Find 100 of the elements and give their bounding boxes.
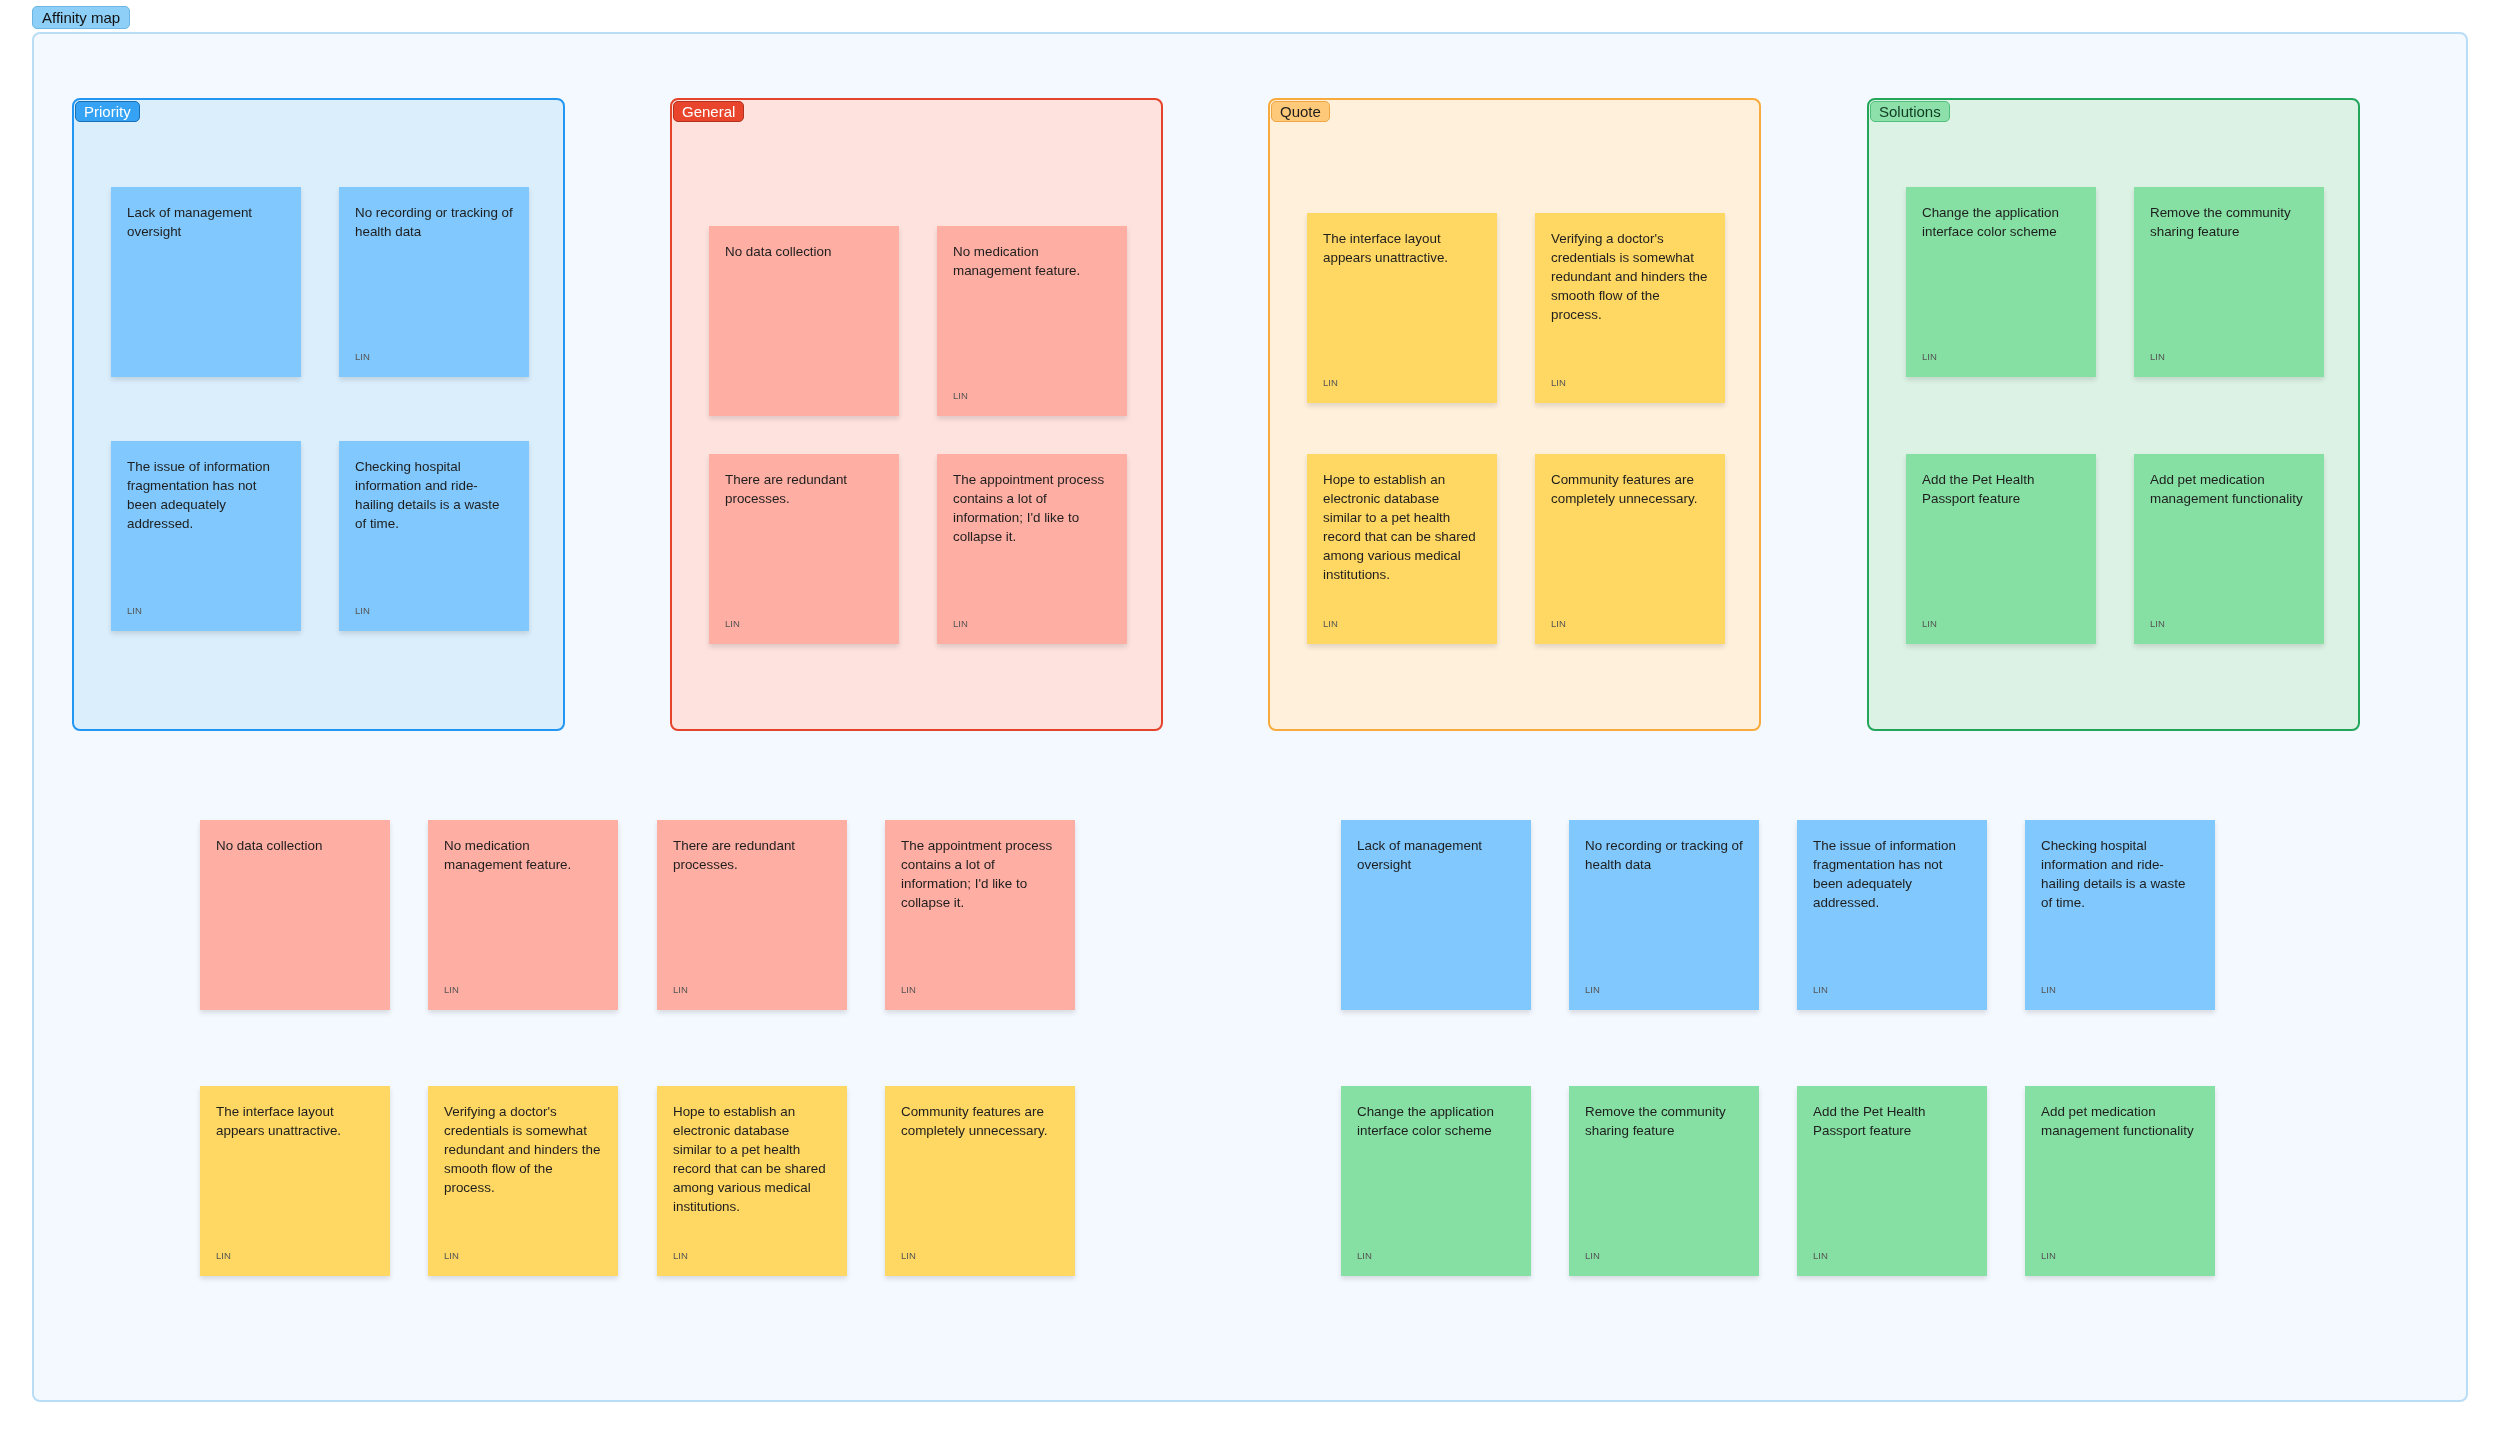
note-text: No recording or tracking of health data	[355, 204, 513, 241]
sticky-note	[1797, 820, 1987, 1010]
note-text: Lack of management oversight	[1357, 837, 1484, 874]
author-name: LIN	[444, 1250, 459, 1261]
author-name: LIN	[127, 605, 142, 616]
sticky-note	[1535, 454, 1725, 644]
section-title: Affinity map	[32, 6, 131, 29]
sticky-note	[885, 820, 1075, 1010]
group-frame	[1867, 98, 2360, 731]
author-name: LIN	[1922, 351, 1937, 362]
sticky-note	[709, 226, 899, 416]
author-name: LIN	[673, 1250, 688, 1261]
note-text: Change the application interface color scheme	[1357, 1103, 1495, 1140]
note-text: Verifying a doctor's credentials is somewhat redundant and hinders the smooth flow of the process.	[444, 1103, 602, 1197]
sticky-note	[2025, 820, 2215, 1010]
note-text: Hope to establish an electronic database similar to a pet health record that can be shared among various medical institutions.	[1323, 471, 1477, 584]
note-text: Community features are completely unnecessary.	[901, 1103, 1049, 1140]
author-name: LIN	[2150, 351, 2165, 362]
sticky-note	[885, 1086, 1075, 1276]
note-text: No medication management feature.	[444, 837, 573, 874]
author-name: LIN	[1357, 1250, 1372, 1261]
author-name: LIN	[355, 605, 370, 616]
sticky-note	[1906, 454, 2096, 644]
note-text: Verifying a doctor's credentials is somewhat redundant and hinders the smooth flow of the process.	[1551, 230, 1709, 324]
sticky-note	[111, 441, 301, 631]
sticky-note	[200, 1086, 390, 1276]
sticky-note	[657, 820, 847, 1010]
note-text: Add the Pet Health Passport feature	[1813, 1103, 1927, 1140]
sticky-note	[339, 187, 529, 377]
author-name: LIN	[444, 984, 459, 995]
sticky-note	[709, 454, 899, 644]
author-name: LIN	[953, 618, 968, 629]
note-text: Remove the community sharing feature	[1585, 1103, 1727, 1140]
author-name: LIN	[673, 984, 688, 995]
group-title: Solutions	[1870, 101, 1950, 122]
sticky-note	[1569, 1086, 1759, 1276]
group-title: General	[673, 101, 745, 122]
note-text: The appointment process contains a lot of information; I'd like to collapse it.	[901, 837, 1054, 912]
note-text: Change the application interface color scheme	[1922, 204, 2060, 241]
sticky-note	[657, 1086, 847, 1276]
sticky-note	[1341, 1086, 1531, 1276]
note-text: The issue of information fragmentation has not been adequately addressed.	[1813, 837, 1957, 912]
sticky-note	[1906, 187, 2096, 377]
note-text: Add the Pet Health Passport feature	[1922, 471, 2036, 508]
author-name: LIN	[1323, 618, 1338, 629]
group-title: Quote	[1271, 101, 1330, 122]
author-name: LIN	[1813, 984, 1828, 995]
author-name: LIN	[2150, 618, 2165, 629]
author-name: LIN	[2041, 1250, 2056, 1261]
sticky-note	[2134, 454, 2324, 644]
note-text: Checking hospital information and ride-hailing details is a waste of time.	[2041, 837, 2187, 912]
author-name: LIN	[1323, 377, 1338, 388]
note-text: Lack of management oversight	[127, 204, 254, 241]
sticky-note	[428, 1086, 618, 1276]
author-name: LIN	[901, 1250, 916, 1261]
note-text: No data collection	[725, 243, 833, 261]
author-name: LIN	[1585, 1250, 1600, 1261]
author-name: LIN	[2041, 984, 2056, 995]
note-text: There are redundant processes.	[725, 471, 849, 508]
group-frame	[72, 98, 565, 731]
note-text: No medication management feature.	[953, 243, 1082, 280]
author-name: LIN	[216, 1250, 231, 1261]
note-text: The interface layout appears unattractive.	[216, 1103, 343, 1140]
sticky-note	[937, 226, 1127, 416]
sticky-note	[200, 820, 390, 1010]
note-text: Hope to establish an electronic database similar to a pet health record that can be shared among various medical institutions.	[673, 1103, 827, 1216]
note-text: The issue of information fragmentation has not been adequately addressed.	[127, 458, 271, 533]
note-text: No recording or tracking of health data	[1585, 837, 1743, 874]
sticky-note	[1307, 213, 1497, 403]
author-name: LIN	[1551, 618, 1566, 629]
author-name: LIN	[1551, 377, 1566, 388]
note-text: Add pet medication management functionality	[2041, 1103, 2195, 1140]
note-text: The appointment process contains a lot of information; I'd like to collapse it.	[953, 471, 1106, 546]
author-name: LIN	[355, 351, 370, 362]
sticky-note	[937, 454, 1127, 644]
author-name: LIN	[1585, 984, 1600, 995]
author-name: LIN	[1922, 618, 1937, 629]
sticky-note	[2134, 187, 2324, 377]
sticky-note	[1341, 820, 1531, 1010]
sticky-note	[1569, 820, 1759, 1010]
sticky-note	[1307, 454, 1497, 644]
note-text: Community features are completely unnecessary.	[1551, 471, 1699, 508]
note-text: Add pet medication management functionality	[2150, 471, 2304, 508]
sticky-note	[1797, 1086, 1987, 1276]
sticky-note	[428, 820, 618, 1010]
sticky-note	[1535, 213, 1725, 403]
sticky-note	[111, 187, 301, 377]
group-frame	[1268, 98, 1761, 731]
note-text: Remove the community sharing feature	[2150, 204, 2292, 241]
group-title: Priority	[75, 101, 140, 122]
group-frame	[670, 98, 1163, 731]
author-name: LIN	[901, 984, 916, 995]
author-name: LIN	[1813, 1250, 1828, 1261]
note-text: Checking hospital information and ride-hailing details is a waste of time.	[355, 458, 501, 533]
note-text: No data collection	[216, 837, 324, 855]
author-name: LIN	[725, 618, 740, 629]
author-name: LIN	[953, 390, 968, 401]
sticky-note	[2025, 1086, 2215, 1276]
note-text: The interface layout appears unattractive.	[1323, 230, 1450, 267]
sticky-note	[339, 441, 529, 631]
